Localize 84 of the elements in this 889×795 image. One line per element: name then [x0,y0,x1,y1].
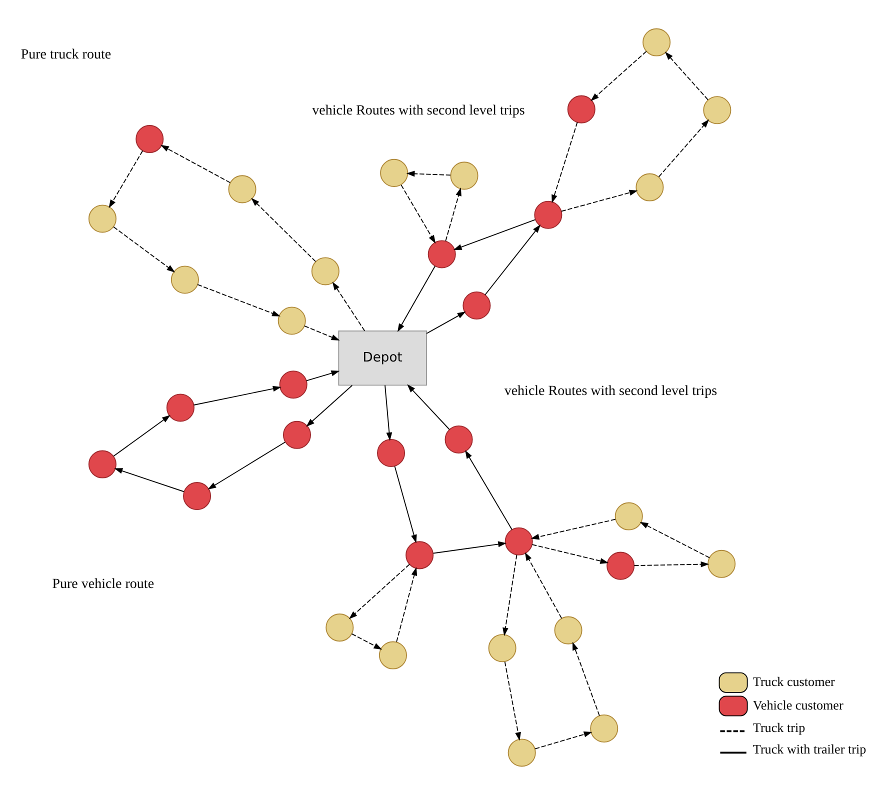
arrow [502,554,518,636]
node-circle [88,450,116,478]
arrow [484,224,541,296]
node-circle [703,96,732,124]
arrow [406,170,451,177]
arrow [193,386,282,406]
node-circle [406,541,434,570]
arrow [197,284,280,316]
node-circle [636,173,664,202]
legend-label: Vehicle customer [752,697,844,712]
arrow [664,52,708,100]
arrow [407,384,450,430]
node-circle [450,162,478,190]
node-circle [311,257,340,286]
arrow [351,633,382,650]
arrow [658,119,710,178]
arrow [114,468,184,492]
arrow [552,122,578,204]
arrow [561,190,638,212]
arrow [400,184,436,244]
node-circle [462,291,491,320]
node-circle [326,614,354,642]
arrow [532,544,609,564]
arrow [432,541,507,554]
node-circle [282,420,311,449]
arrow [306,370,340,382]
legend-label: Truck customer [752,674,835,690]
node-circle [534,200,562,229]
node-circle [504,527,533,556]
arrow [634,561,710,568]
arrow [397,266,436,332]
node-circle [708,550,736,578]
node-circle [377,438,406,467]
arrow [160,144,231,184]
arrow [465,450,512,530]
label: Pure truck route [20,48,112,63]
arrow [453,219,536,250]
node-circle [567,95,596,124]
arrow [530,518,616,540]
legend-label: Truck with trailer trip [752,741,866,756]
arrow [208,442,286,490]
node-circle [166,394,194,422]
node-circle [642,28,671,56]
arrow [251,198,316,262]
node-circle [278,306,306,335]
node-circle [444,425,473,454]
arrow [426,312,466,334]
node-circle [170,266,199,294]
node-circle [488,634,516,662]
arrow [590,50,647,102]
node-circle [606,552,635,580]
arrow [108,150,144,208]
arrow [113,226,176,272]
node-circle [508,738,536,767]
arrow [504,661,521,741]
legend-label: Truck trip [752,720,806,735]
arrow [445,187,462,242]
arrow [640,522,710,558]
arrow [348,564,410,620]
node-circle [380,158,408,187]
arrow [534,732,592,750]
node-circle [428,240,456,268]
node-circle [88,204,116,233]
arrow [306,384,353,427]
node-circle [279,370,308,399]
node-circle [590,714,618,742]
arrow [384,384,392,441]
label: vehicle Routes with second level trips [504,384,718,399]
label: Pure vehicle route [52,576,154,592]
arrow [396,567,418,642]
arrow [304,326,340,340]
node-circle [136,125,164,154]
label: vehicle Routes with second level trips [312,103,525,118]
node-box: Depot [338,330,427,386]
arrow [113,414,170,457]
arrow [524,552,562,619]
node-circle [554,616,582,644]
node-circle [183,482,212,510]
arrow [394,466,417,544]
arrow [572,642,600,716]
node-circle [614,502,643,530]
node-circle [228,175,256,204]
arrow [332,282,366,332]
node-circle [378,641,407,670]
